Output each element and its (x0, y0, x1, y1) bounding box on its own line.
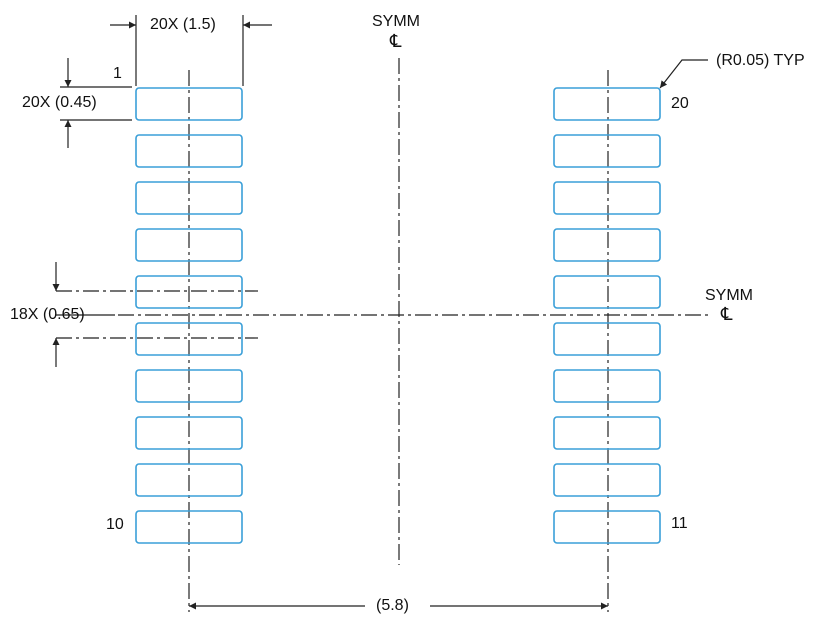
pin-1-label: 1 (113, 65, 122, 82)
symm-label-right: SYMM (705, 287, 753, 304)
pad-right (553, 87, 661, 121)
pin-20-label: 20 (671, 95, 689, 112)
centerline-symbol-top: ℄ (390, 31, 402, 52)
pad-left (135, 228, 243, 262)
pitch-label: 18X (0.65) (10, 306, 85, 323)
pad-right (553, 322, 661, 356)
span-label: (5.8) (376, 597, 409, 614)
pad-left (135, 87, 243, 121)
pad-right (553, 228, 661, 262)
pad-left (135, 416, 243, 450)
pad-right (553, 369, 661, 403)
radius-label: (R0.05) TYP (716, 52, 805, 69)
pad-right (553, 181, 661, 215)
symm-label-top: SYMM (372, 13, 420, 30)
pad-right (553, 416, 661, 450)
pad-left (135, 134, 243, 168)
pad-right (553, 510, 661, 544)
pad-left (135, 369, 243, 403)
pad-height-label: 20X (0.45) (22, 94, 97, 111)
centerline-symbol-right: ℄ (721, 304, 733, 325)
pad-left (135, 275, 243, 309)
pad-left (135, 510, 243, 544)
pad-left (135, 181, 243, 215)
pin-11-label: 11 (671, 515, 688, 532)
pad-right (553, 463, 661, 497)
left-pad-column (135, 87, 243, 544)
pad-left (135, 463, 243, 497)
right-pad-column (553, 87, 661, 544)
pad-right (553, 275, 661, 309)
radius-leader (659, 59, 708, 89)
pad-left (135, 322, 243, 356)
pad-right (553, 134, 661, 168)
pin-10-label: 10 (106, 516, 124, 533)
pad-width-label: 20X (1.5) (150, 16, 216, 33)
